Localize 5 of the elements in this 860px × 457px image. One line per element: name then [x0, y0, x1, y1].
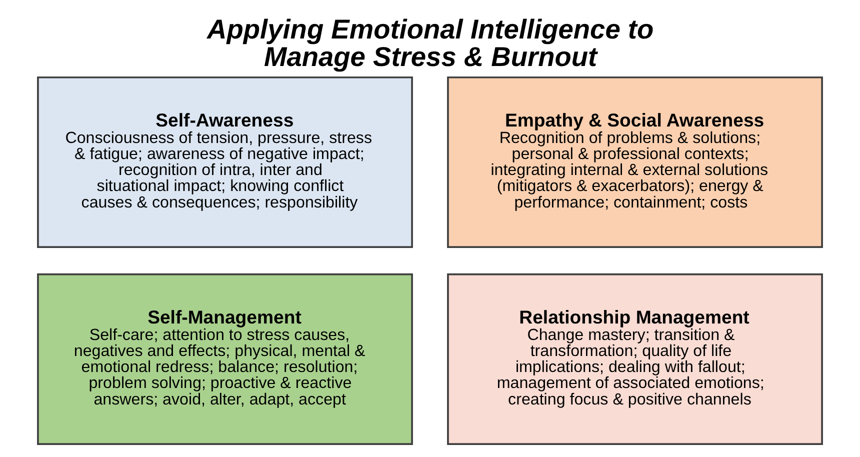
node-box: Relationship Management Change mastery; transition & transformation; quality of life implications; dealing with fallout; management of associated emotions; creating focus & positive channels: [447, 273, 823, 445]
node-box: Self-Management Self-care; attention to stress causes, negatives and effects; physical, mental & emotional redress; balance; resolution; problem solving; proactive & reactive answers; avoid, alter, adapt, accept: [37, 273, 413, 445]
diagram-title: Applying Emotional Intelligence to Manage Stress & Burnout: [207, 13, 654, 72]
node-box: Empathy & Social Awareness Recognition of problems & solutions; personal & professional contexts; integrating internal & external solutions (mitigators & exacerbators); energy & performance; containment; costs: [447, 76, 823, 248]
node-box: Self-Awareness Consciousness of tension, pressure, stress & fatigue; awareness of negative impact; recognition of intra, inter and situational impact; knowing conflict causes & consequences; responsibility: [37, 76, 413, 248]
